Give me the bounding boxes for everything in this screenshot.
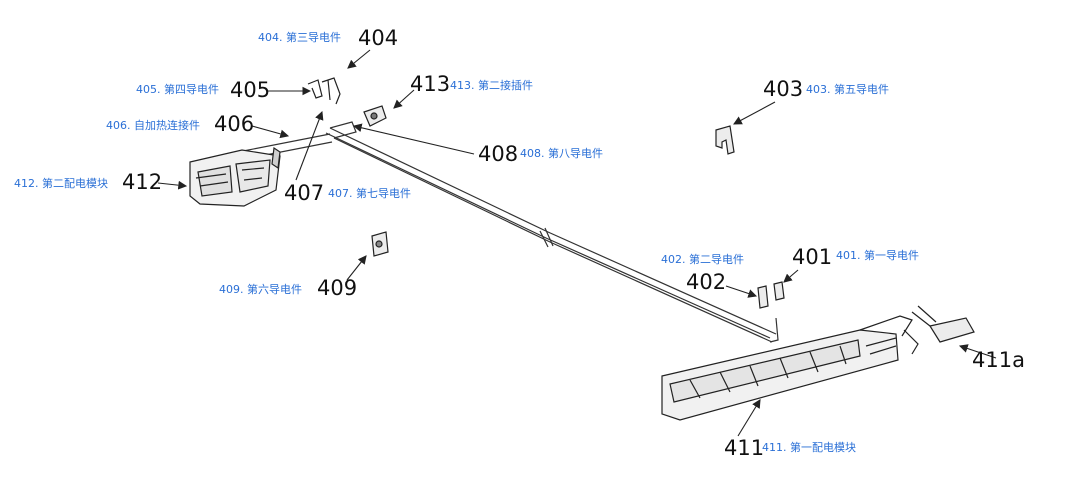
label-403-text: 403. 第五导电件 bbox=[806, 83, 889, 96]
label-401-number: 401 bbox=[792, 245, 833, 269]
conductor-404 bbox=[321, 77, 341, 105]
label-411-number: 411 bbox=[724, 436, 765, 460]
label-413-number: 413 bbox=[410, 72, 451, 96]
conductor-409 bbox=[371, 231, 389, 257]
label-412-number: 412 bbox=[122, 170, 163, 194]
label-404-text: 404. 第三导电件 bbox=[258, 31, 341, 44]
label-404-number: 404 bbox=[358, 26, 399, 50]
label-407-number: 407 bbox=[284, 181, 325, 205]
label-406-number: 406 bbox=[214, 112, 255, 136]
conductor-405 bbox=[307, 79, 323, 99]
label-406-text: 406. 自加热连接件 bbox=[106, 119, 200, 132]
label-403-number: 403 bbox=[763, 77, 804, 101]
main-rail bbox=[325, 127, 779, 343]
label-401-text: 401. 第一导电件 bbox=[836, 249, 919, 262]
leader-lines bbox=[157, 49, 997, 437]
label-411a-number: 411a bbox=[972, 348, 1025, 372]
connector-413 bbox=[363, 105, 387, 127]
plug-411a bbox=[903, 305, 975, 355]
label-411-text: 411. 第一配电模块 bbox=[762, 441, 856, 454]
label-413-text: 413. 第二接插件 bbox=[450, 79, 533, 92]
conductor-402 bbox=[757, 285, 769, 309]
conductor-403 bbox=[715, 125, 735, 155]
label-408-text: 408. 第八导电件 bbox=[520, 147, 603, 160]
label-412-text: 412. 第二配电模块 bbox=[14, 177, 108, 190]
label-402-text: 402. 第二导电件 bbox=[661, 253, 744, 266]
label-402-number: 402 bbox=[686, 270, 727, 294]
label-405-text: 405. 第四导电件 bbox=[136, 83, 219, 96]
distribution-module-412 bbox=[189, 146, 281, 207]
conductor-401 bbox=[773, 281, 785, 301]
distribution-module-411 bbox=[661, 315, 913, 421]
label-409-text: 409. 第六导电件 bbox=[219, 283, 302, 296]
label-409-number: 409 bbox=[317, 276, 358, 300]
label-405-number: 405 bbox=[230, 78, 271, 102]
label-408-number: 408 bbox=[478, 142, 519, 166]
label-407-text: 407. 第七导电件 bbox=[328, 187, 411, 200]
